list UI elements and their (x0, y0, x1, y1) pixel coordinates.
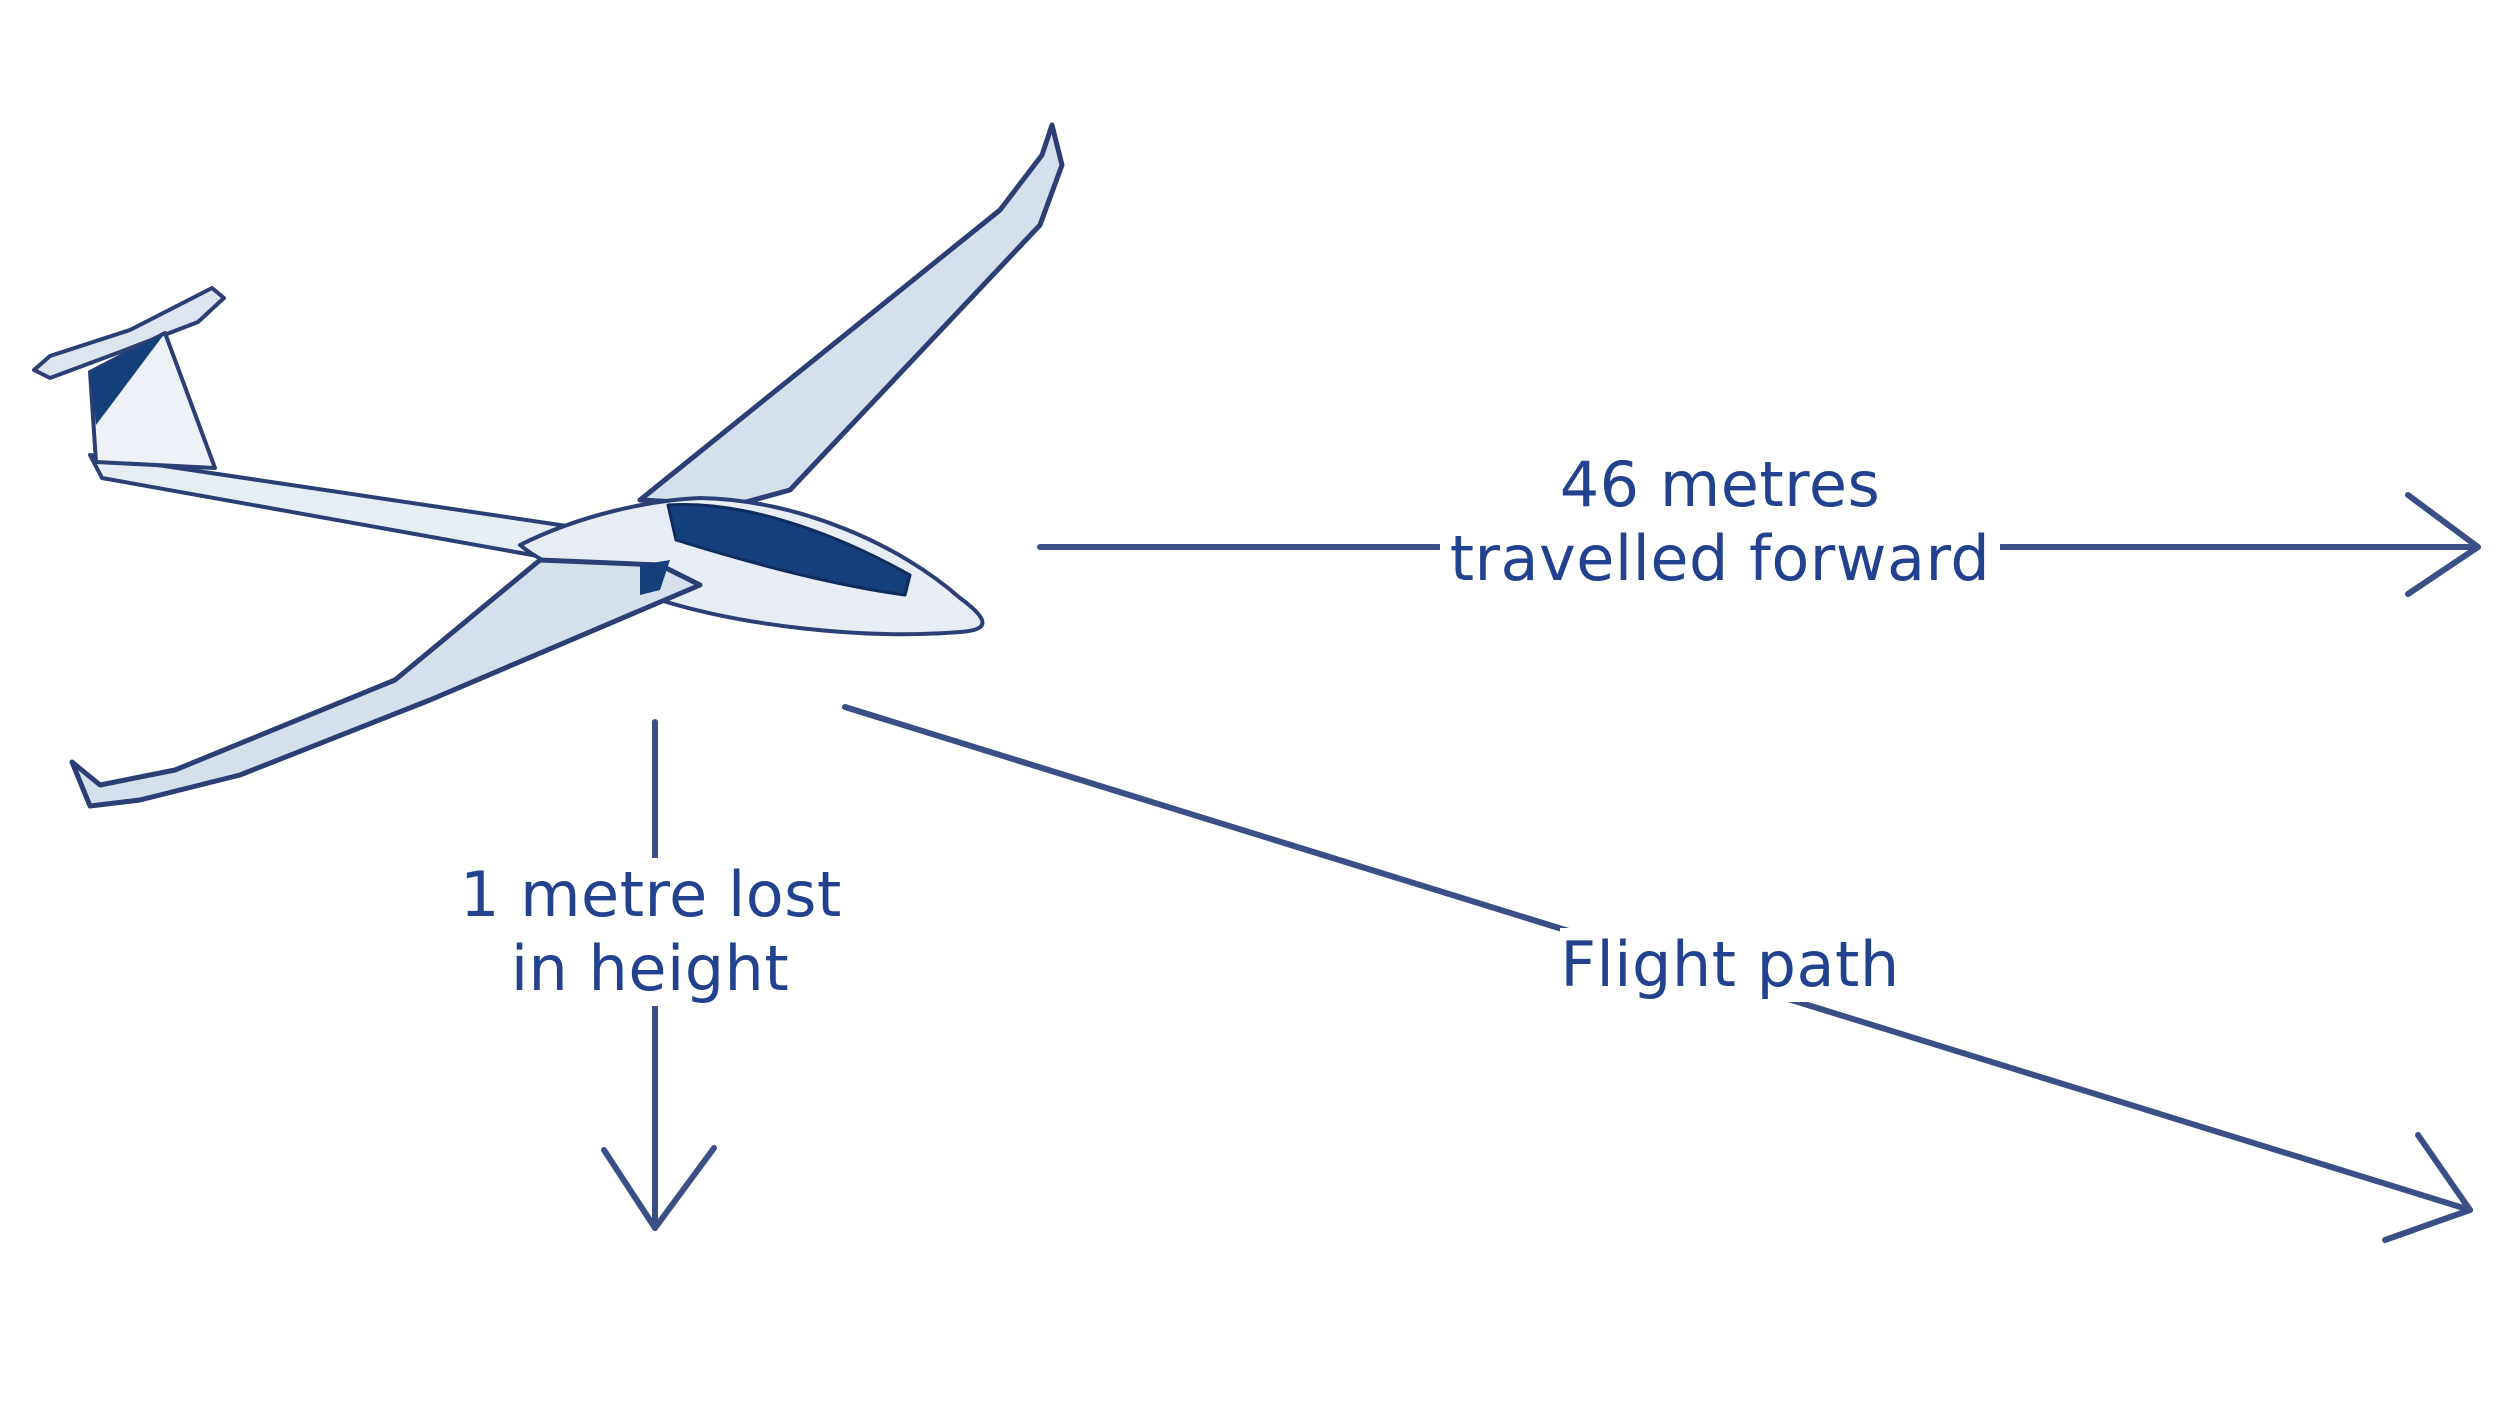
forward-distance-label-line2: travelled forward (1440, 522, 2000, 596)
height-lost-label-line1: 1 metre lost (460, 858, 840, 932)
flight-path-label: Flight path (1560, 928, 1900, 1002)
forward-distance-label: 46 metres travelled forward (1440, 448, 2000, 596)
height-lost-label: 1 metre lost in height (460, 858, 840, 1006)
glider-illustration (34, 125, 1062, 806)
flight-path-label-text: Flight path (1560, 928, 1900, 1002)
glider-wing-near (72, 560, 700, 806)
forward-distance-label-line1: 46 metres (1440, 448, 2000, 522)
height-lost-label-line2: in height (460, 932, 840, 1006)
glider-wing-far (640, 125, 1062, 505)
height-arrow-head (604, 1148, 714, 1228)
